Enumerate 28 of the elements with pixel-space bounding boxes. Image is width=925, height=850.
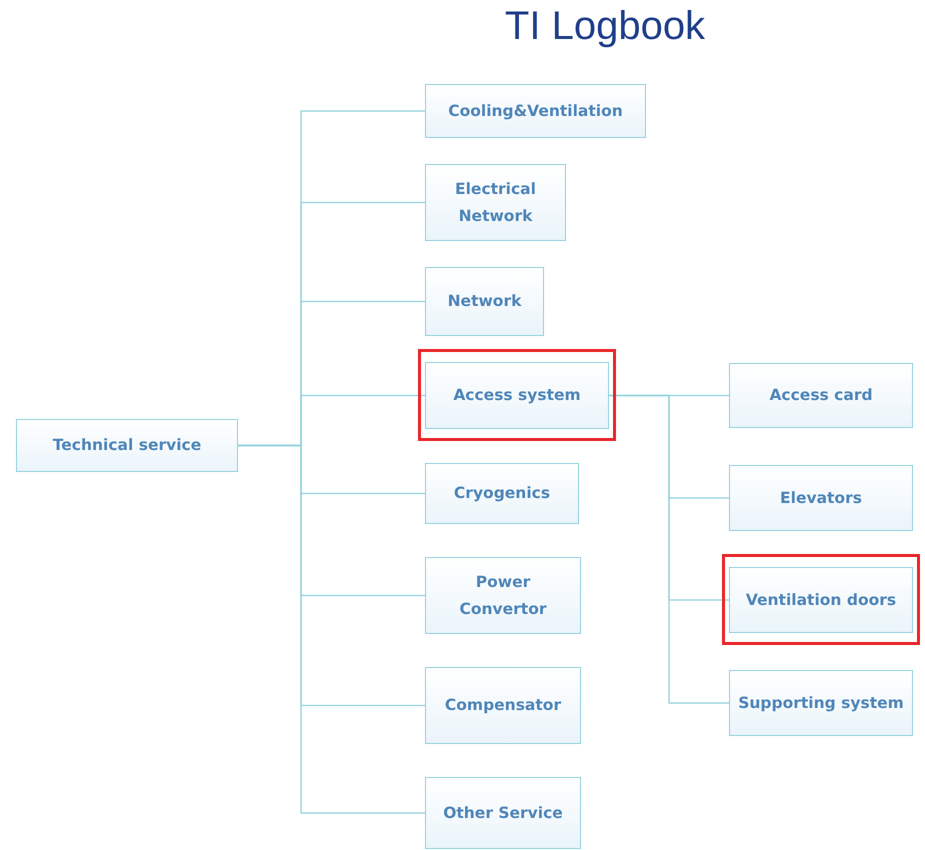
- box-label: Other Service: [443, 802, 563, 824]
- box-label: Ventilation doors: [746, 590, 896, 610]
- category-box: [425, 463, 579, 524]
- box-label: Technical service: [52, 435, 202, 456]
- box-label: Cryogenics: [454, 483, 550, 504]
- box-label: Supporting system: [738, 692, 904, 714]
- box-label: Access card: [769, 385, 873, 406]
- category-box: [729, 363, 913, 428]
- box-label: Network: [448, 291, 522, 312]
- category-box: [425, 84, 646, 138]
- category-box: [425, 667, 581, 744]
- box-label: Electrical Network: [454, 178, 537, 226]
- category-box: [425, 557, 581, 634]
- connector-line: [609, 394, 729, 704]
- box-label: Power Convertor: [458, 572, 548, 620]
- box-label: Access system: [453, 385, 581, 406]
- category-box: [16, 419, 238, 472]
- box-label: Elevators: [780, 488, 862, 508]
- category-box: [425, 362, 609, 429]
- category-box: [729, 465, 913, 531]
- category-box: [425, 267, 544, 336]
- category-box: [729, 670, 913, 736]
- box-label: Compensator: [444, 695, 562, 716]
- category-box: [425, 164, 566, 241]
- page-title: TI Logbook: [504, 4, 706, 49]
- category-box: [729, 567, 913, 633]
- category-box: [425, 777, 581, 849]
- box-label: Cooling&Ventilation: [448, 100, 623, 122]
